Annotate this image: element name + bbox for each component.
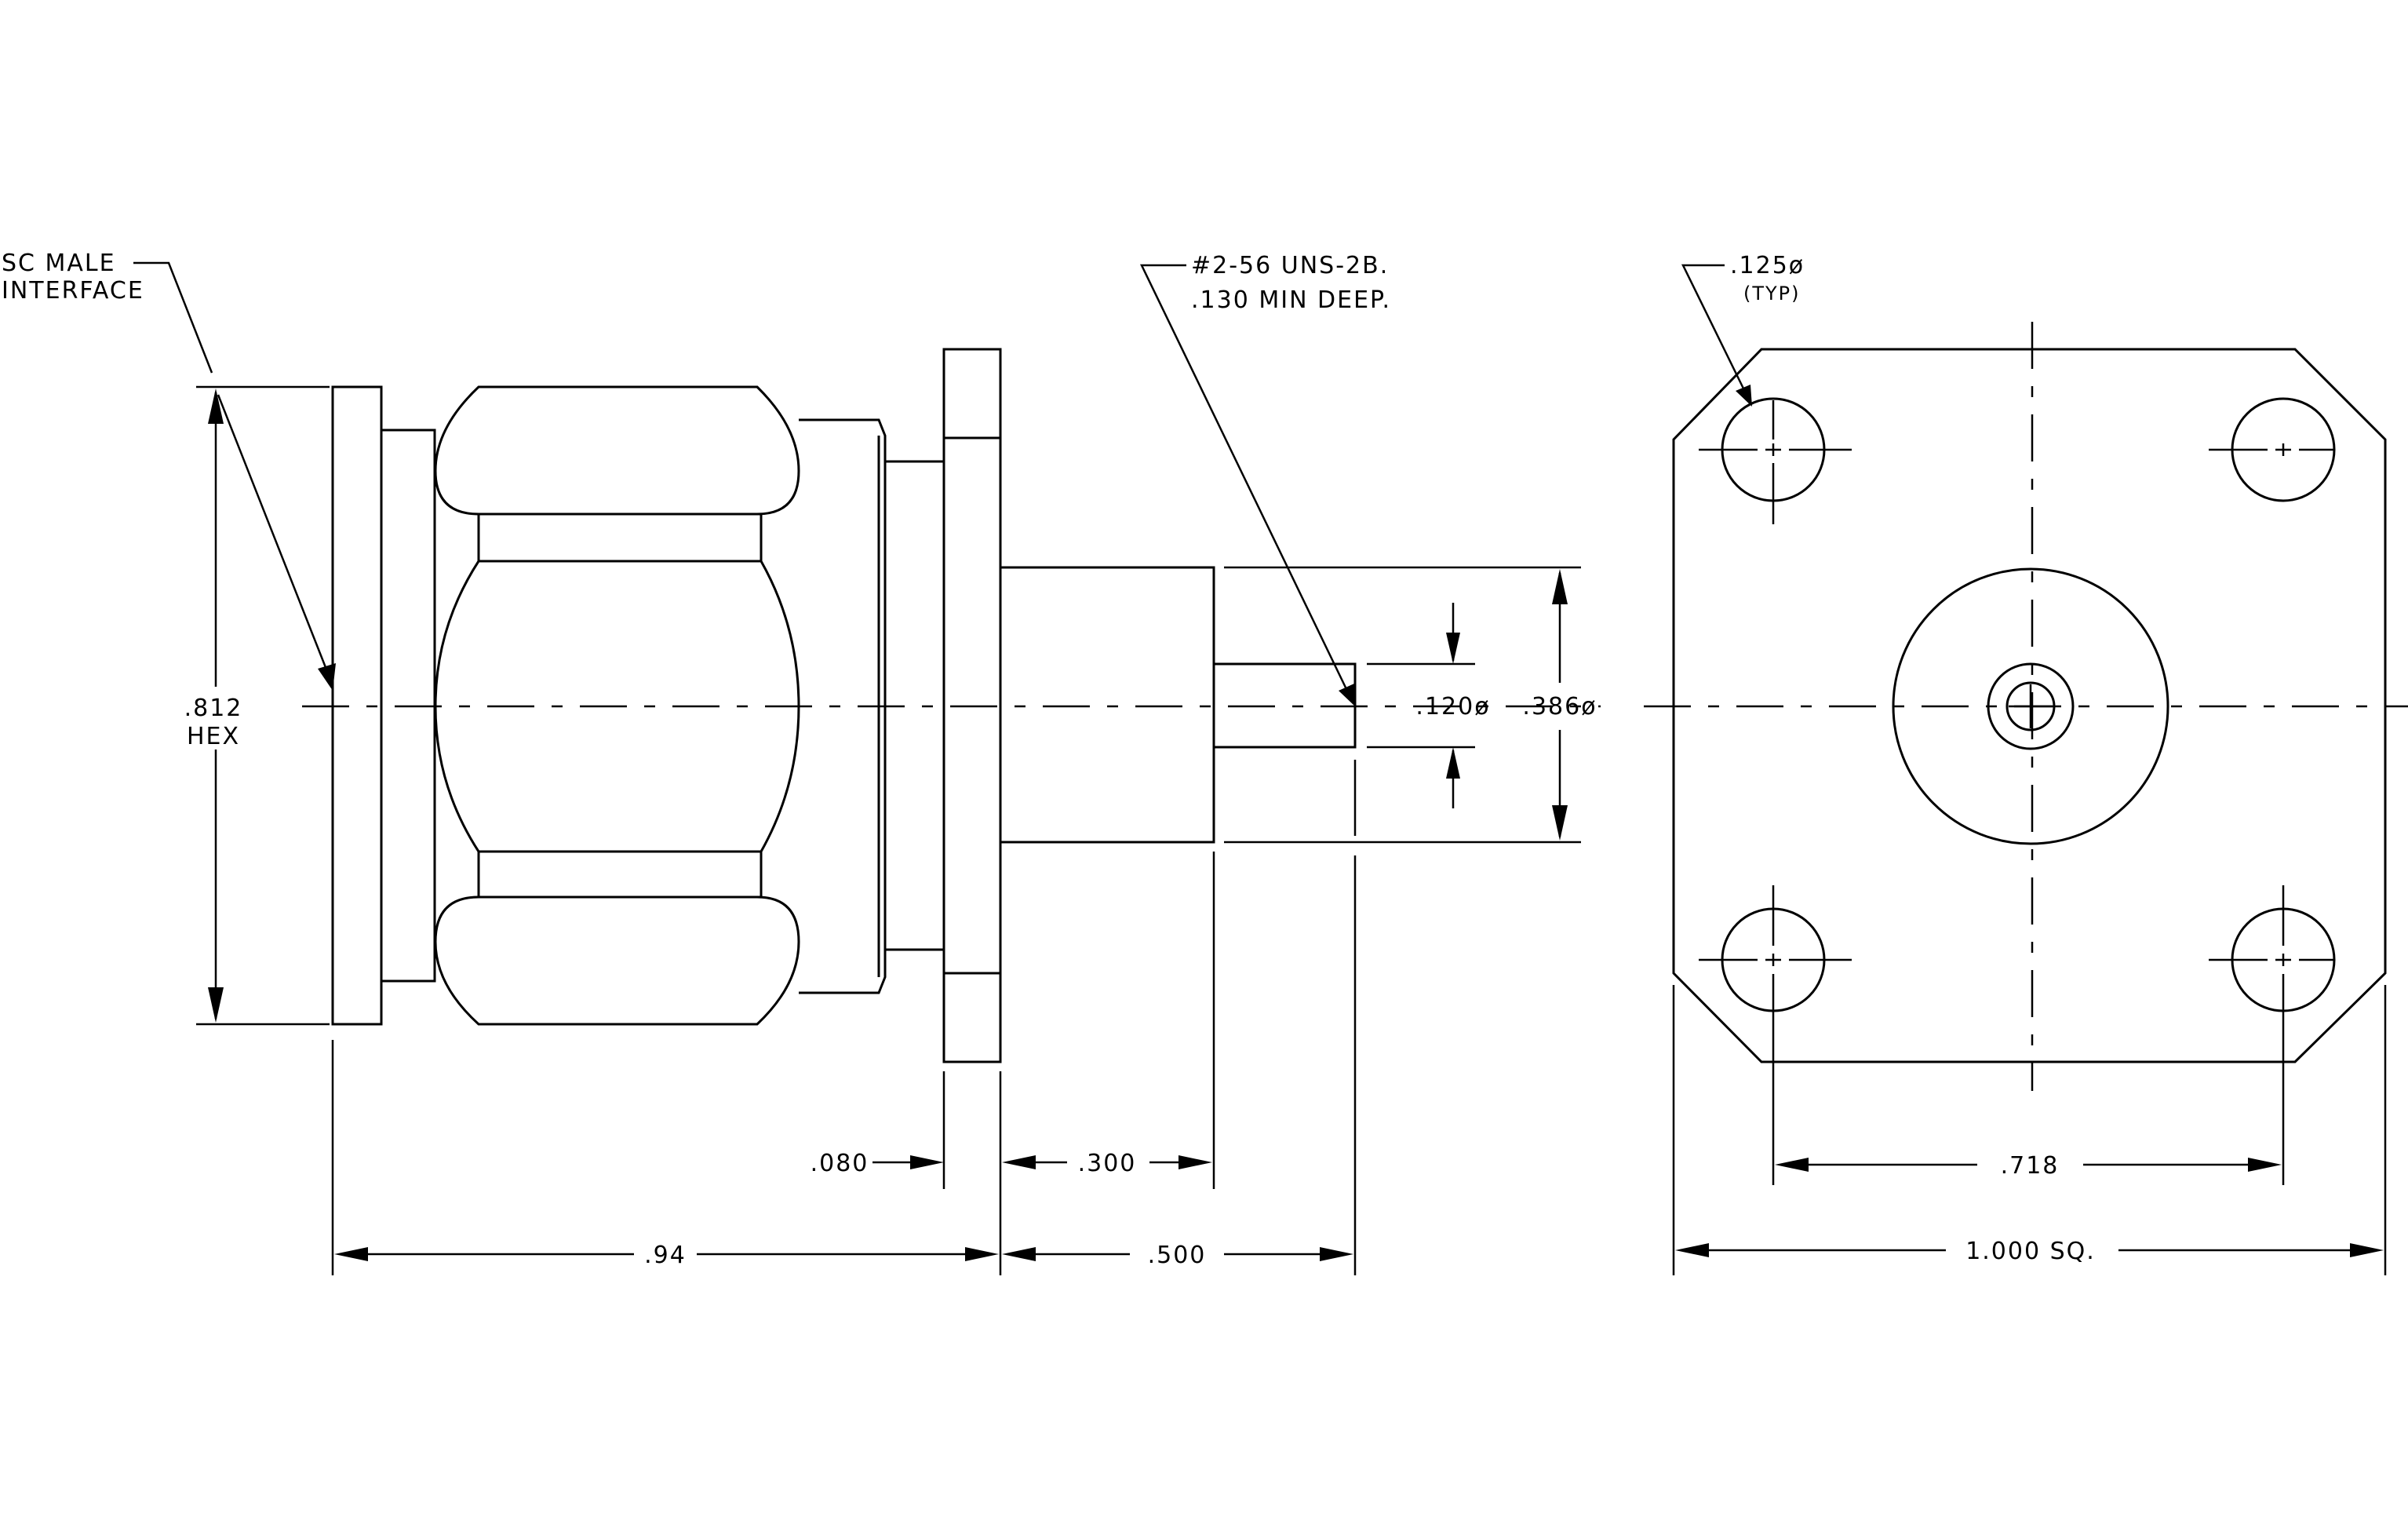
thread-callout-line1: #2-56 UNS-2B. — [1191, 252, 1389, 279]
rear-length-dimension: .500 — [1002, 1242, 1353, 1269]
barrel-circle — [1892, 567, 2169, 845]
hex-nut — [434, 385, 800, 1026]
interface-callout: SC MALE INTERFACE — [2, 250, 336, 691]
thread-callout: #2-56 UNS-2B. .130 MIN DEEP. — [1140, 252, 1391, 706]
interface-callout-line2: INTERFACE — [2, 277, 144, 305]
hole-spacing-dimension: .718 — [1775, 1152, 2282, 1180]
body-length-dimension: .300 — [1002, 1150, 1212, 1177]
square-flange-outline — [1672, 348, 2387, 1063]
pin-diameter-value: .120ø — [1415, 693, 1490, 720]
body-diameter-dimension: .386ø — [1224, 566, 1597, 844]
hex-dimension-label: HEX — [187, 723, 240, 750]
rear-barrel — [999, 566, 1215, 844]
flange-size-dimension: 1.000 SQ. — [1675, 1238, 2384, 1265]
side-view: SC MALE INTERFACE .812 HEX #2-56 UNS-2B.… — [2, 250, 1601, 1275]
mounting-hole-tl — [1699, 397, 1852, 524]
flange-size-value: 1.000 SQ. — [1965, 1238, 2096, 1265]
front-view: .125ø (TYP) .718 1.000 SQ. — [1644, 252, 2408, 1275]
pin-outer-circle — [1987, 662, 2075, 750]
pin-inner-circle — [2005, 681, 2056, 731]
thread-callout-line2: .130 MIN DEEP. — [1191, 286, 1391, 314]
flange-thickness-dimension: .080 — [811, 1150, 944, 1177]
flange-thickness-value: .080 — [811, 1150, 869, 1177]
interface-callout-line1: SC MALE — [2, 250, 116, 277]
mounting-hole-tr — [2209, 397, 2336, 502]
body-length-value: .300 — [1078, 1150, 1137, 1177]
hex-dimension-value: .812 — [184, 695, 243, 722]
center-pin — [1212, 662, 1357, 749]
rear-length-value: .500 — [1148, 1242, 1207, 1269]
hole-spacing-value: .718 — [2001, 1152, 2060, 1180]
hex-dimension: .812 HEX — [184, 385, 330, 1026]
overall-length-dimension: .94 — [334, 1242, 999, 1269]
body-diameter-value: .386ø — [1522, 693, 1597, 720]
hole-callout-dia: .125ø — [1730, 252, 1805, 279]
hole-callout: .125ø (TYP) — [1681, 252, 1805, 407]
mounting-hole-bl — [1699, 885, 1852, 1185]
mounting-hole-br — [2209, 885, 2336, 1185]
pin-diameter-dimension: .120ø — [1367, 603, 1490, 808]
hole-callout-typ: (TYP) — [1743, 283, 1801, 305]
overall-length-value: .94 — [644, 1242, 687, 1269]
